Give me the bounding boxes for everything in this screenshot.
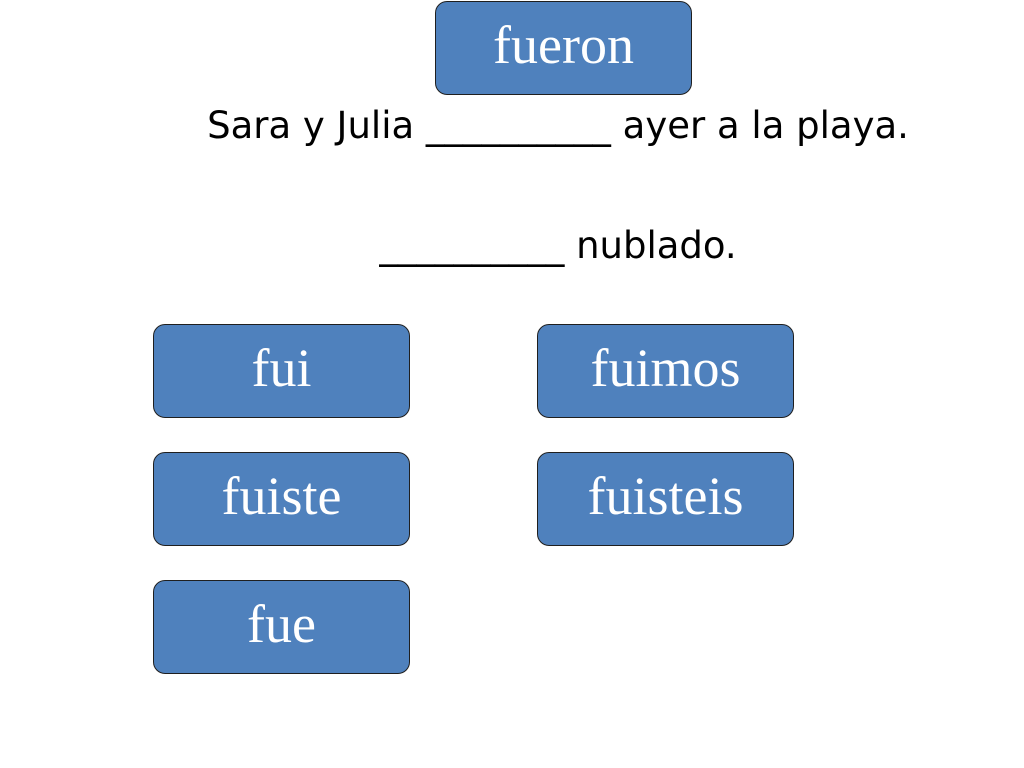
word-tile-label: fuiste	[221, 466, 342, 526]
word-tile-fue[interactable]: fue	[153, 580, 410, 674]
sentence-1: Sara y Julia __________ ayer a la playa.	[207, 104, 909, 147]
word-tile-label: fuisteis	[587, 466, 744, 526]
word-tile-fui[interactable]: fui	[153, 324, 410, 418]
word-tile-label: fueron	[493, 15, 634, 75]
word-tile-label: fuimos	[590, 338, 741, 398]
word-tile-label: fue	[247, 594, 316, 654]
sentence-2: __________ nublado.	[379, 224, 737, 267]
word-tile-fuimos[interactable]: fuimos	[537, 324, 794, 418]
word-tile-fueron[interactable]: fueron	[435, 1, 692, 95]
word-tile-fuiste[interactable]: fuiste	[153, 452, 410, 546]
word-tile-fuisteis[interactable]: fuisteis	[537, 452, 794, 546]
word-tile-label: fui	[251, 338, 312, 398]
